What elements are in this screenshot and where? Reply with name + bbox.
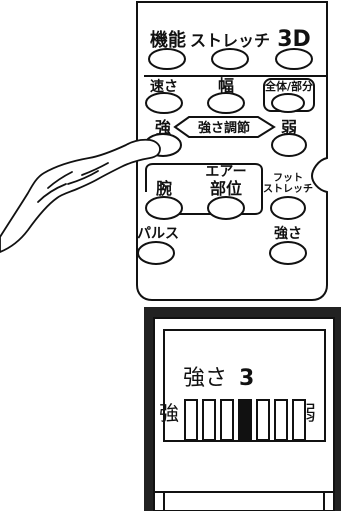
strength-segment (202, 399, 216, 441)
ude-label: 腕 (156, 179, 172, 198)
strength-adjust-banner (173, 116, 276, 138)
haba-label: 幅 (218, 76, 234, 95)
display-left-label: 強 (159, 401, 179, 425)
three-d-label: 3D (277, 27, 311, 52)
haba-button[interactable] (207, 92, 245, 114)
bui-button[interactable] (207, 196, 245, 220)
foot-stretch-label-line1: フット (273, 172, 303, 184)
foot-stretch-button[interactable] (270, 196, 306, 220)
weak-label: 弱 (281, 118, 297, 137)
pulse-label: パルス (137, 226, 179, 242)
strength-segment (238, 399, 252, 441)
tsuyosa-label: 強さ (274, 225, 302, 242)
hayasa-label: 速さ (150, 78, 178, 95)
bui-label: 部位 (210, 179, 242, 198)
strength-segment (184, 399, 198, 441)
air-section-label: エアー (205, 164, 246, 180)
zentai-bubun-button[interactable] (271, 93, 305, 113)
tsuyosa-button[interactable] (269, 241, 307, 265)
kinou-label: 機能 (150, 29, 186, 51)
three-d-button[interactable] (275, 48, 313, 70)
strength-segment (220, 399, 234, 441)
ude-button[interactable] (145, 196, 183, 220)
strength-segment (274, 399, 288, 441)
strong-label: 強 (155, 118, 171, 137)
display-title-prefix: 強さ (183, 366, 227, 391)
air-section-bracket (145, 163, 263, 215)
remote-body-outline (136, 1, 328, 301)
stretch-label: ストレッチ (190, 31, 270, 50)
stretch-button[interactable] (211, 48, 249, 70)
adjust-center-label: 強さ調節 (198, 120, 250, 136)
strength-segment (292, 399, 306, 441)
zentai-bubun-label: 全体/部分 (264, 79, 313, 93)
strength-meter (184, 399, 306, 441)
display-title-level: 3 (239, 366, 254, 391)
kinou-button[interactable] (148, 48, 186, 70)
pressing-hand (0, 138, 161, 253)
strength-segment (256, 399, 270, 441)
weak-button[interactable] (271, 133, 307, 157)
foot-stretch-label-line2: ストレッチ (263, 183, 313, 195)
pulse-button[interactable] (137, 241, 175, 265)
pressing-hand-fingers (37, 162, 109, 203)
hayasa-button[interactable] (145, 92, 183, 114)
